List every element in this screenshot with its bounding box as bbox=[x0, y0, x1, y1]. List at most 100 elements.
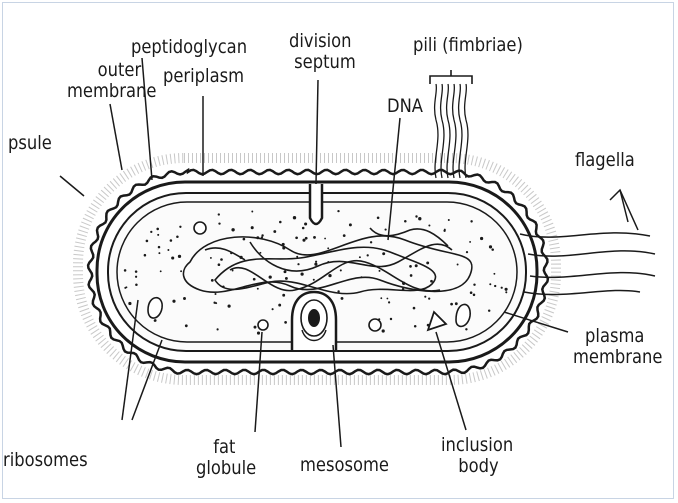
ribosome-dot bbox=[183, 297, 186, 300]
label-peptidoglycan: peptidoglycan bbox=[131, 37, 247, 58]
ribosome-dot bbox=[128, 302, 131, 305]
ribosome-dot bbox=[160, 270, 162, 272]
ribosome-dot bbox=[279, 221, 282, 224]
ribosome-dot bbox=[494, 285, 496, 287]
ribosome-dot bbox=[210, 257, 212, 259]
ribosome-dot bbox=[293, 216, 296, 219]
ribosome-dot bbox=[214, 293, 216, 295]
ribosome-dot bbox=[170, 239, 173, 242]
ribosome-dot bbox=[218, 222, 220, 224]
ribosome-dot bbox=[424, 296, 426, 298]
ribosome-dot bbox=[480, 237, 483, 240]
mesosome bbox=[292, 292, 336, 350]
division-septum bbox=[310, 184, 322, 224]
ribosome-dot bbox=[501, 287, 503, 289]
ribosome-dot bbox=[269, 275, 272, 278]
ribosome-dot bbox=[428, 297, 430, 299]
label-periplasm: periplasm bbox=[163, 66, 244, 87]
ribosome-dot bbox=[473, 294, 476, 297]
ribosome-dot bbox=[314, 263, 317, 266]
ribosome-dot bbox=[157, 234, 159, 236]
ribosome-dot bbox=[124, 269, 127, 272]
ribosome-dot bbox=[273, 230, 276, 233]
ribosome-dot bbox=[324, 238, 326, 240]
ribosome-dot bbox=[300, 272, 303, 275]
ribosome-dot bbox=[251, 211, 253, 213]
ribosome-dot bbox=[386, 298, 388, 300]
label-fat-globule-line1: fat bbox=[196, 437, 256, 458]
pili bbox=[435, 84, 468, 178]
label-inclusion-body-line2: body bbox=[441, 456, 513, 477]
ribosome-dot bbox=[380, 297, 382, 299]
ribosome-dot bbox=[172, 300, 175, 303]
ribosome-dot bbox=[217, 328, 219, 330]
small-vacuole bbox=[194, 222, 206, 234]
ribosome-dot bbox=[491, 248, 494, 251]
small-vacuole-2 bbox=[369, 319, 381, 331]
ribosome-dot bbox=[379, 270, 381, 272]
ribosome-dot bbox=[313, 279, 315, 281]
label-plasma-membrane-line1: plasma bbox=[573, 326, 662, 347]
ribosome-dot bbox=[313, 236, 316, 239]
ribosome-dot bbox=[144, 254, 147, 257]
ribosome-dot bbox=[470, 220, 472, 222]
ribosome-dot bbox=[218, 263, 221, 266]
label-pili: pili (fimbriae) bbox=[413, 35, 523, 56]
ribosome-dot bbox=[213, 302, 215, 304]
ribosome-dot bbox=[409, 265, 412, 268]
label-outer-membrane-line1: outer bbox=[67, 60, 156, 81]
ribosome-dot bbox=[171, 256, 174, 259]
ribosome-dot bbox=[211, 279, 214, 282]
label-division-septum-line2: septum bbox=[289, 52, 356, 73]
ribosome-dot bbox=[158, 246, 161, 249]
ribosome-dot bbox=[414, 325, 417, 328]
pili-bracket bbox=[430, 70, 472, 84]
ribosome-dot bbox=[327, 247, 329, 249]
label-plasma-membrane-line2: membrane bbox=[573, 347, 662, 368]
ribosome-dot bbox=[135, 270, 138, 273]
ribosome-dot bbox=[337, 210, 339, 212]
ribosome-dot bbox=[231, 228, 234, 231]
ribosome-dot bbox=[228, 305, 231, 308]
label-plasma-membrane: plasma membrane bbox=[573, 326, 662, 368]
label-fat-globule-line2: globule bbox=[196, 458, 256, 479]
flagella bbox=[520, 233, 655, 295]
ribosome-dot bbox=[243, 238, 246, 241]
label-dna: DNA bbox=[387, 96, 423, 117]
ribosome-dot bbox=[156, 228, 159, 231]
ribosome-dot bbox=[349, 223, 352, 226]
ribosome-dot bbox=[305, 237, 308, 240]
ribosome-dot bbox=[488, 309, 490, 311]
ribosome-dot bbox=[284, 321, 287, 324]
ribosome-dot bbox=[413, 307, 416, 310]
ribosome-dot bbox=[489, 245, 492, 248]
ribosome-dot bbox=[428, 224, 430, 226]
ribosome-dot bbox=[296, 256, 298, 258]
ribosome-dot bbox=[259, 252, 261, 254]
ribosome-dot bbox=[367, 254, 369, 256]
label-outer-membrane: outer membrane bbox=[67, 60, 156, 102]
fat-globule bbox=[258, 320, 268, 330]
ribosome-dot bbox=[167, 249, 169, 251]
ribosome-dot bbox=[426, 261, 429, 264]
ribosome-dot bbox=[377, 217, 380, 220]
ribosome-dot bbox=[302, 227, 305, 230]
ribosome-dot bbox=[146, 240, 149, 243]
ribosome-dot bbox=[328, 274, 331, 277]
ribosome-dot bbox=[180, 270, 182, 272]
inclusion-granule bbox=[456, 304, 470, 326]
ribosome-dot bbox=[218, 213, 220, 215]
ribosome-dot bbox=[388, 301, 390, 303]
ribosome-dot bbox=[282, 294, 285, 297]
ribosome-dot bbox=[179, 226, 181, 228]
ribosome-dot bbox=[257, 288, 259, 290]
label-division-septum: division septum bbox=[289, 31, 356, 73]
ribosome-dot bbox=[469, 241, 471, 243]
ribosome-dot bbox=[343, 234, 346, 237]
ribosome-dot bbox=[340, 269, 342, 271]
ribosome-dot bbox=[304, 222, 307, 225]
ribosome-dot bbox=[465, 328, 467, 330]
ribosome-dot bbox=[315, 261, 317, 263]
ribosome-dot bbox=[178, 255, 181, 258]
label-mesosome: mesosome bbox=[300, 455, 389, 476]
